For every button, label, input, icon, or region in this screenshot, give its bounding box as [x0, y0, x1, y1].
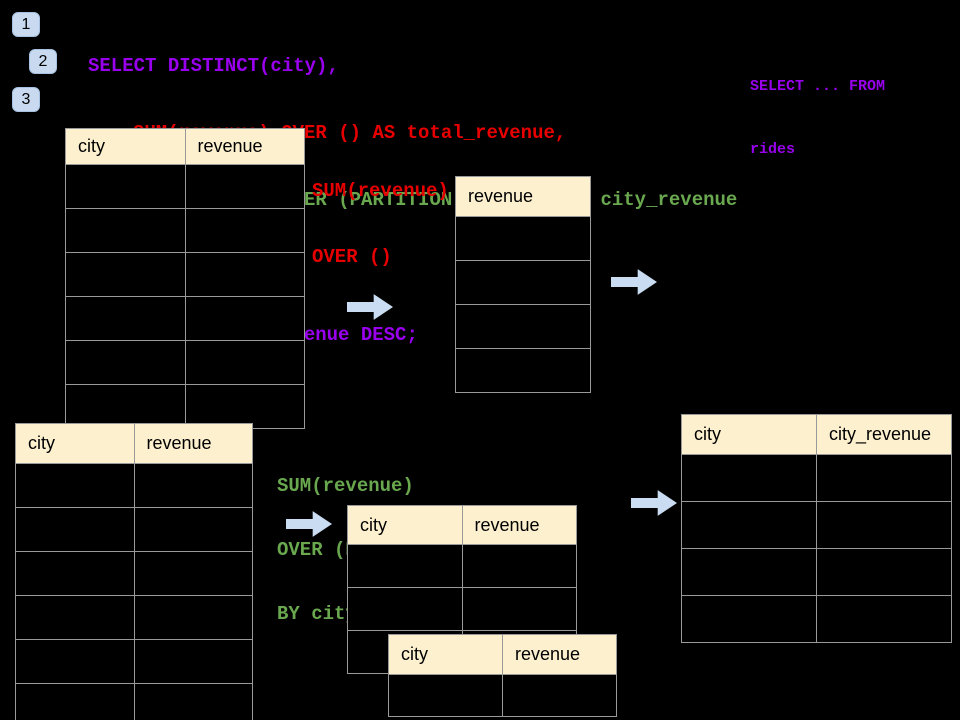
- table-row: [15, 595, 253, 640]
- empty-cell: [15, 683, 135, 720]
- select-from-rides-note: SELECT ... FROM rides: [750, 34, 885, 202]
- annotation-line: SUM(revenue): [277, 474, 414, 497]
- table-row: [65, 208, 305, 253]
- table-row: [347, 587, 577, 631]
- table-row: [455, 260, 591, 305]
- empty-cell: [816, 548, 952, 596]
- table-row: [65, 164, 305, 209]
- column-header: city: [681, 414, 817, 455]
- table-row: [388, 674, 617, 717]
- empty-cell: [816, 501, 952, 549]
- empty-cell: [65, 208, 186, 253]
- column-header: revenue: [502, 634, 617, 675]
- empty-cell: [455, 348, 591, 393]
- empty-cell: [461, 587, 577, 631]
- table-total-revenue-result: revenue: [455, 176, 591, 393]
- table-row: [65, 384, 305, 429]
- column-header: revenue: [455, 176, 591, 217]
- empty-cell: [15, 507, 135, 552]
- table-row: [15, 639, 253, 684]
- empty-cell: [184, 296, 305, 341]
- empty-cell: [133, 595, 253, 640]
- table-row: [347, 544, 577, 588]
- column-header: city: [65, 128, 186, 165]
- column-header: city: [15, 423, 135, 464]
- empty-cell: [455, 304, 591, 349]
- empty-cell: [455, 260, 591, 305]
- table-row: [15, 463, 253, 508]
- note-line-1: SELECT ... FROM: [750, 78, 886, 95]
- table-row: [681, 501, 952, 549]
- empty-cell: [133, 639, 253, 684]
- arrow-right-icon: [631, 490, 677, 516]
- note-line-2: rides: [750, 141, 796, 158]
- empty-cell: [816, 595, 952, 643]
- column-header: revenue: [461, 505, 577, 545]
- header-row: revenue: [455, 176, 591, 217]
- empty-cell: [681, 501, 817, 549]
- empty-cell: [65, 296, 186, 341]
- table-row: [65, 296, 305, 341]
- table-row: [681, 454, 952, 502]
- empty-cell: [133, 463, 253, 508]
- empty-cell: [65, 340, 186, 385]
- empty-cell: [65, 384, 186, 429]
- empty-cell: [133, 507, 253, 552]
- table-row: [65, 340, 305, 385]
- annotation-line: OVER (): [312, 246, 392, 268]
- empty-cell: [681, 454, 817, 502]
- empty-cell: [502, 674, 617, 717]
- empty-cell: [455, 216, 591, 261]
- table-row: [65, 252, 305, 297]
- empty-cell: [681, 595, 817, 643]
- column-header: revenue: [184, 128, 305, 165]
- empty-cell: [184, 164, 305, 209]
- step-badge-1: 1: [12, 12, 40, 37]
- empty-cell: [15, 551, 135, 596]
- table-row: [15, 551, 253, 596]
- column-header: city: [388, 634, 503, 675]
- empty-cell: [347, 587, 463, 631]
- empty-cell: [15, 463, 135, 508]
- annotation-line: SUM(revenue): [312, 180, 449, 202]
- table-row: [455, 304, 591, 349]
- column-header: city_revenue: [816, 414, 952, 455]
- empty-cell: [133, 551, 253, 596]
- column-header: revenue: [133, 423, 253, 464]
- empty-cell: [347, 544, 463, 588]
- empty-cell: [65, 164, 186, 209]
- empty-cell: [15, 595, 135, 640]
- column-header: city: [347, 505, 463, 545]
- sql-line-select: SELECT DISTINCT(city),: [88, 54, 339, 77]
- empty-cell: [461, 544, 577, 588]
- step-badge-3: 3: [12, 87, 40, 112]
- empty-cell: [681, 548, 817, 596]
- empty-cell: [184, 384, 305, 429]
- empty-cell: [184, 252, 305, 297]
- table-row: [15, 507, 253, 552]
- table-row: [681, 548, 952, 596]
- table-row: [455, 348, 591, 393]
- empty-cell: [816, 454, 952, 502]
- empty-cell: [388, 674, 503, 717]
- step-badge-2: 2: [29, 49, 57, 74]
- table-row: [15, 683, 253, 720]
- empty-cell: [184, 208, 305, 253]
- empty-cell: [133, 683, 253, 720]
- empty-cell: [65, 252, 186, 297]
- table-row: [681, 595, 952, 643]
- table-row: [455, 216, 591, 261]
- empty-cell: [15, 639, 135, 684]
- empty-cell: [184, 340, 305, 385]
- annotation-sum-over: SUM(revenue) OVER (): [312, 136, 449, 312]
